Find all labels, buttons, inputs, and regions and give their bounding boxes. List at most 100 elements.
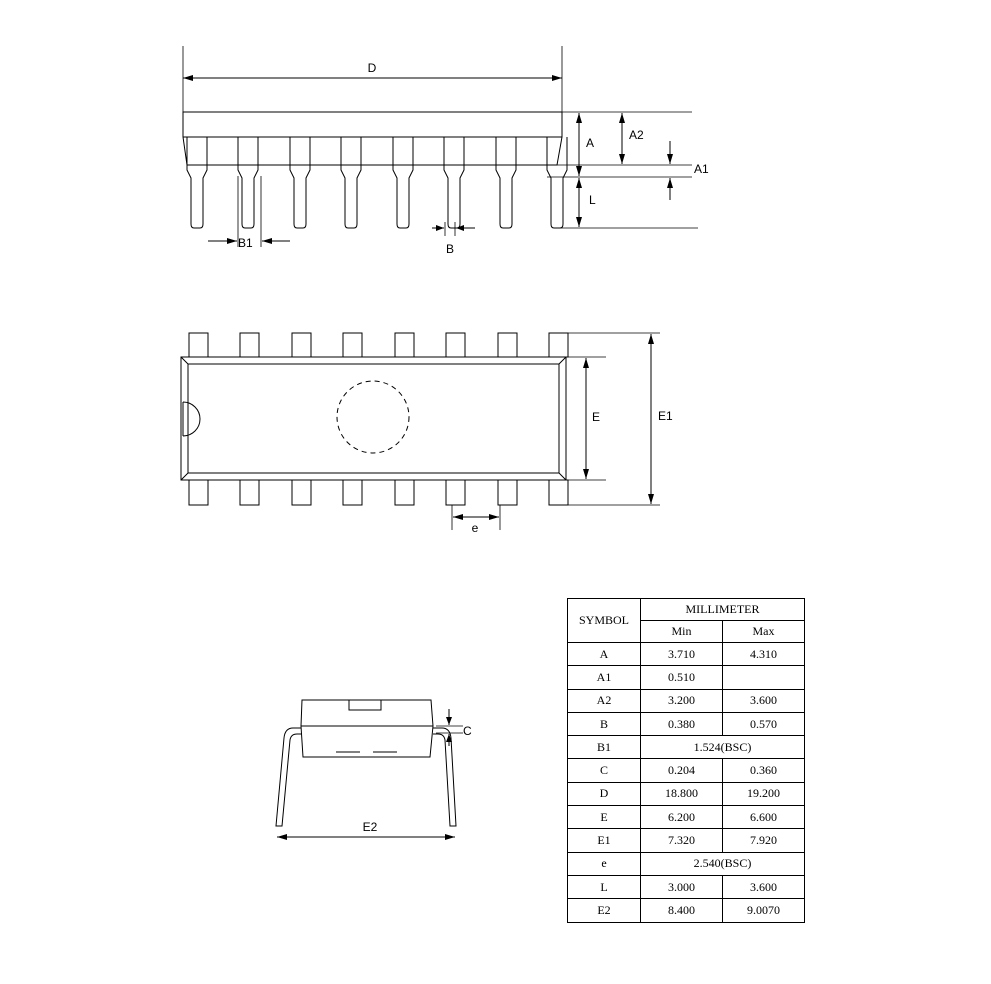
max-cell: 3.600 [722, 874, 805, 900]
table-subheader-row: Min Max [568, 620, 805, 643]
symbol-cell: e [567, 851, 641, 876]
label-e2: E2 [363, 820, 378, 834]
bsc-value-cell: 1.524(BSC) [640, 735, 805, 760]
dimension-pitch-e: e [451, 505, 501, 535]
min-header: Min [640, 620, 723, 643]
max-cell: 0.360 [722, 758, 805, 783]
label-l: L [589, 193, 596, 207]
min-cell: 8.400 [640, 898, 723, 923]
end-view: C E2 [275, 699, 472, 840]
side-lead-1 [186, 137, 208, 229]
symbol-header: SYMBOL [567, 598, 641, 643]
min-cell: 3.000 [640, 874, 723, 900]
label-a2: A2 [629, 128, 644, 142]
package-body-side [182, 111, 563, 166]
dimension-l: L [576, 178, 596, 227]
label-b: B [446, 242, 454, 256]
min-cell: 18.800 [640, 781, 723, 807]
side-lead-4 [340, 137, 362, 229]
dimension-b1: B1 [208, 176, 290, 250]
max-header: Max [722, 620, 805, 643]
top-leads [188, 332, 569, 506]
top-lead-upper-3 [291, 332, 312, 358]
min-cell: 3.710 [640, 641, 723, 667]
max-cell: 9.0070 [722, 898, 805, 923]
max-cell: 4.310 [722, 641, 805, 667]
top-lead-lower-5 [394, 479, 415, 506]
min-cell: 0.204 [640, 758, 723, 783]
label-a1: A1 [694, 162, 709, 176]
min-cell: 0.380 [640, 711, 723, 737]
max-cell: 19.200 [722, 781, 805, 807]
symbol-cell: E [567, 805, 641, 830]
ejector-pin-mark [336, 380, 410, 454]
top-lead-upper-4 [342, 332, 363, 358]
top-lead-lower-3 [291, 479, 312, 506]
dimension-d: D [183, 61, 562, 81]
top-lead-lower-8 [548, 479, 569, 506]
max-cell: 7.920 [722, 828, 805, 853]
bsc-value-cell: 2.540(BSC) [640, 851, 805, 876]
max-cell: 0.570 [722, 711, 805, 737]
symbol-cell: B1 [567, 735, 641, 760]
min-cell: 3.200 [640, 688, 723, 713]
side-view: D A A2 A1 [182, 46, 709, 256]
package-body-end [300, 699, 434, 758]
symbol-cell: L [567, 874, 641, 900]
dimension-a1: A1 [667, 141, 709, 200]
dimension-a: A [576, 113, 594, 176]
min-cell: 7.320 [640, 828, 723, 853]
end-lead-right [433, 727, 457, 827]
side-lead-3 [289, 137, 311, 229]
label-b1: B1 [238, 236, 253, 250]
symbol-cell: A1 [567, 665, 641, 690]
symbol-cell: C [567, 758, 641, 783]
dimension-e: E [583, 358, 600, 479]
top-lead-upper-7 [497, 332, 518, 358]
symbol-cell: E2 [567, 898, 641, 923]
top-lead-upper-8 [548, 332, 569, 358]
top-lead-lower-7 [497, 479, 518, 506]
label-e1: E1 [658, 409, 673, 423]
side-lead-6 [443, 137, 465, 229]
side-leads [186, 137, 568, 229]
package-body-top [180, 356, 567, 481]
max-cell [722, 665, 805, 690]
dimension-e2: E2 [277, 820, 455, 840]
side-lead-8 [546, 137, 568, 229]
side-lead-5 [392, 137, 414, 229]
symbol-cell: E1 [567, 828, 641, 853]
max-cell: 6.600 [722, 805, 805, 830]
top-lead-lower-2 [239, 479, 260, 506]
label-a: A [586, 136, 594, 150]
symbol-cell: B [567, 711, 641, 737]
top-lead-upper-5 [394, 332, 415, 358]
top-lead-upper-6 [445, 332, 466, 358]
symbol-cell: A [567, 641, 641, 667]
top-view: E E1 e [180, 332, 673, 535]
min-cell: 6.200 [640, 805, 723, 830]
dimension-c: C [436, 709, 472, 746]
label-pitch-e: e [472, 521, 479, 535]
table-header-row: SYMBOL MILLIMETER [567, 598, 805, 643]
top-lead-upper-2 [239, 332, 260, 358]
dimension-a2: A2 [619, 113, 644, 164]
symbol-cell: D [567, 781, 641, 807]
min-cell: 0.510 [640, 665, 723, 690]
label-c: C [463, 724, 472, 738]
unit-header: MILLIMETER [640, 598, 805, 621]
label-e: E [592, 410, 600, 424]
